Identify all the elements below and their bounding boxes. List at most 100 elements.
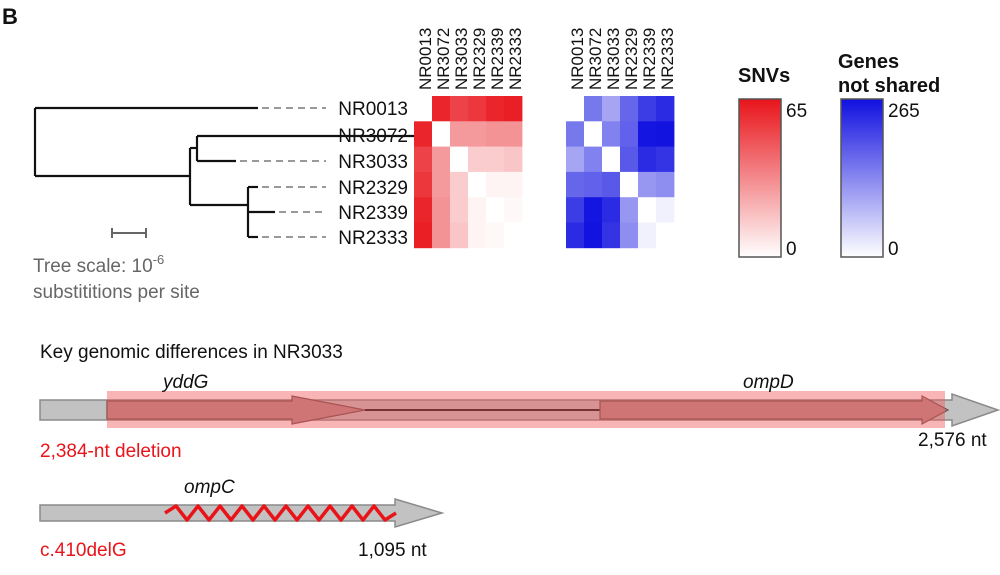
heatmap-cell	[468, 197, 487, 223]
genomic-title: Key genomic differences in NR3033	[40, 342, 343, 363]
heatmap-cell	[504, 121, 523, 147]
heatmap-cell	[566, 96, 585, 122]
heatmap-cell	[602, 146, 621, 173]
heatmap-cell	[638, 222, 657, 249]
genes-column-labels: NR0013 NR3072 NR3033 NR2329 NR2339 NR233…	[568, 28, 677, 90]
column-label: NR0013	[568, 28, 587, 90]
heatmap-cell	[602, 121, 621, 147]
tree-scale: Tree scale: 10-6 substititions per site	[33, 228, 200, 303]
ompd-label: ompD	[743, 372, 794, 393]
heatmap-cell	[486, 197, 505, 223]
heatmap-cell	[584, 121, 603, 147]
row-label: NR2339	[338, 203, 408, 224]
heatmap-cell	[414, 121, 433, 147]
genes-legend-max: 265	[888, 101, 920, 122]
heatmap-cell	[486, 222, 505, 249]
column-label: NR3033	[452, 28, 471, 90]
column-label: NR3033	[604, 28, 623, 90]
deletion-label: 2,384-nt deletion	[40, 441, 182, 462]
heatmap-cell	[584, 222, 603, 249]
heatmap-cell	[620, 222, 639, 249]
heatmap-cell	[432, 96, 451, 122]
column-label: NR2339	[488, 28, 507, 90]
ydd-ompd-locus: yddG ompD 2,384-nt deletion 2,576 nt	[39, 372, 1000, 462]
tree-scale-exponent: -6	[153, 252, 165, 267]
genes-not-shared-heatmap	[566, 96, 675, 249]
row-label: NR0013	[338, 99, 408, 120]
heatmap-cell	[584, 171, 603, 198]
genes-colorbar	[840, 98, 884, 258]
heatmap-cell	[638, 146, 657, 173]
heatmap-cell	[620, 96, 639, 122]
heatmap-cell	[432, 121, 451, 147]
heatmap-cell	[602, 222, 621, 249]
heatmap-cell	[638, 121, 657, 147]
row-label: NR3033	[338, 152, 408, 173]
snv-legend-title: SNVs	[738, 65, 790, 87]
heatmap-cell	[450, 197, 469, 223]
heatmap-cell	[450, 171, 469, 198]
row-label: NR2333	[338, 228, 408, 249]
heatmap-cell	[414, 171, 433, 198]
column-label: NR2329	[470, 28, 489, 90]
ompc-locus: ompC c.410delG 1,095 nt	[39, 477, 445, 561]
heatmap-cell	[656, 96, 675, 122]
tree-scale-label: Tree scale: 10-6	[33, 252, 164, 277]
ompd-gene-arrow	[599, 394, 950, 426]
row-label: NR2329	[338, 178, 408, 199]
phylogenetic-tree	[33, 106, 430, 239]
heatmap-cell	[566, 222, 585, 249]
heatmap-cell	[468, 171, 487, 198]
genes-legend-title-1: Genes	[838, 51, 899, 73]
genes-legend: Genes not shared 265 0	[838, 51, 940, 260]
heatmap-cell	[638, 96, 657, 122]
snv-legend-min: 0	[786, 239, 797, 260]
column-label: NR2333	[506, 28, 525, 90]
heatmap-cell	[566, 121, 585, 147]
panel-label: B	[2, 4, 18, 29]
locus-length-2: 1,095 nt	[358, 540, 427, 561]
snv-legend: SNVs 65 0	[738, 65, 807, 260]
column-label: NR2333	[658, 28, 677, 90]
heatmap-cell	[450, 121, 469, 147]
heatmap-cell	[432, 171, 451, 198]
heatmap-cell	[584, 146, 603, 173]
column-label: NR3072	[434, 28, 453, 90]
tree-leader-lines	[240, 107, 326, 238]
heatmap-cell	[620, 146, 639, 173]
heatmap-cell	[504, 96, 523, 122]
locus-length-1: 2,576 nt	[918, 430, 987, 451]
heatmap-cell	[620, 171, 639, 198]
heatmap-cell	[432, 222, 451, 249]
genes-legend-min: 0	[888, 239, 899, 260]
snv-column-labels: NR0013 NR3072 NR3033 NR2329 NR2339 NR233…	[416, 28, 525, 90]
heatmap-cell	[450, 96, 469, 122]
heatmap-cell	[656, 222, 675, 249]
yddg-label: yddG	[161, 372, 208, 393]
heatmap-cell	[566, 146, 585, 173]
snv-heatmap	[414, 96, 523, 249]
snv-colorbar	[738, 98, 782, 258]
column-label: NR2329	[622, 28, 641, 90]
heatmap-cell	[414, 146, 433, 173]
heatmap-cell	[468, 96, 487, 122]
heatmap-cell	[468, 222, 487, 249]
heatmap-cell	[504, 146, 523, 173]
column-label: NR0013	[416, 28, 435, 90]
tree-scale-bar	[111, 228, 147, 238]
heatmap-cell	[584, 197, 603, 223]
mutation-label: c.410delG	[40, 540, 127, 561]
column-label: NR3072	[586, 28, 605, 90]
heatmap-cell	[486, 146, 505, 173]
row-label: NR3072	[338, 126, 408, 147]
heatmap-cell	[656, 171, 675, 198]
heatmap-cell	[656, 121, 675, 147]
snv-legend-max: 65	[786, 101, 807, 122]
heatmap-cell	[414, 222, 433, 249]
heatmap-cell	[602, 96, 621, 122]
tree-scale-units: substititions per site	[33, 282, 200, 303]
heatmap-cell	[620, 121, 639, 147]
heatmap-cell	[620, 197, 639, 223]
heatmap-cell	[602, 171, 621, 198]
